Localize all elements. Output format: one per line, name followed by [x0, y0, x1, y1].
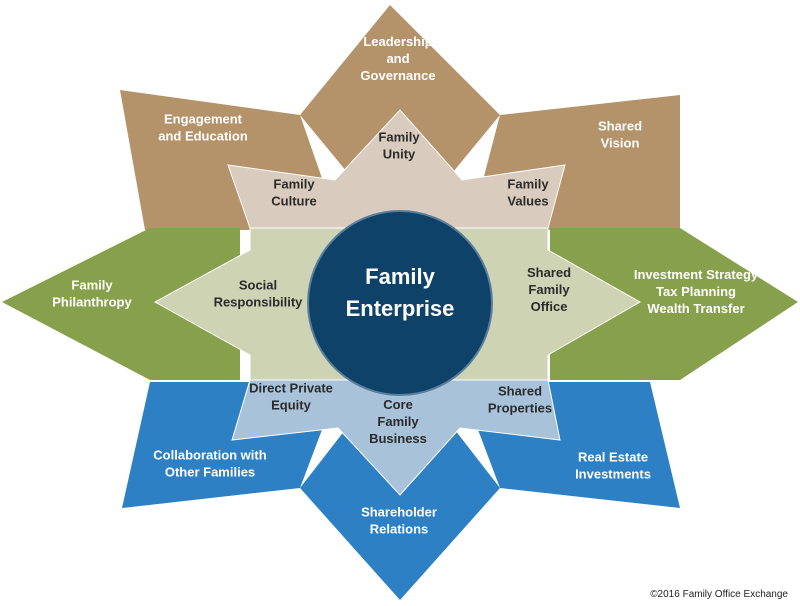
- outer-point-investment: [550, 228, 798, 380]
- label-line: Values: [507, 194, 548, 209]
- label-line: Leadership: [363, 34, 432, 49]
- label-line: Shareholder: [361, 505, 437, 520]
- label-line: Core: [383, 397, 413, 412]
- label-line: Properties: [488, 401, 552, 416]
- inner-band-blue: [231, 379, 561, 496]
- copyright-notice: ©2016 Family Office Exchange: [650, 589, 788, 600]
- label-line: Culture: [271, 194, 317, 209]
- label-line: Wealth Transfer: [647, 301, 744, 316]
- label-line: Relations: [370, 522, 429, 537]
- label-line: Philanthropy: [52, 295, 132, 310]
- label-line: Family: [273, 177, 315, 192]
- label-line: and Education: [158, 129, 248, 144]
- outer-point-leadership: [300, 5, 500, 200]
- label-line: Family: [377, 414, 419, 429]
- label-line: Vision: [601, 136, 640, 151]
- label-line: Unity: [383, 147, 416, 162]
- label-line: Enterprise: [346, 296, 455, 321]
- label-line: Engagement: [164, 112, 243, 127]
- label-line: Social: [239, 278, 277, 293]
- label-line: Real Estate: [578, 450, 648, 465]
- label-line: Equity: [271, 398, 311, 413]
- label-line: Family: [378, 130, 420, 145]
- label-line: Shared: [498, 384, 542, 399]
- label-line: and: [386, 51, 409, 66]
- outer-point-shareholder: [300, 430, 500, 600]
- label-line: Collaboration with: [153, 448, 266, 463]
- center-circle: [307, 210, 493, 396]
- label-line: Shared: [598, 119, 642, 134]
- label-engagement: Engagement and Education: [158, 112, 248, 144]
- label-line: Direct Private: [249, 381, 333, 396]
- label-line: Investments: [575, 467, 651, 482]
- label-line: Tax Planning: [656, 284, 736, 299]
- label-line: Family: [507, 177, 549, 192]
- label-line: Family: [528, 282, 570, 297]
- label-line: Family: [71, 278, 113, 293]
- label-line: Investment Strategy: [634, 267, 759, 282]
- label-line: Governance: [360, 68, 435, 83]
- label-line: Shared: [527, 265, 571, 280]
- label-line: Other Families: [165, 465, 255, 480]
- outer-point-philanthropy: [2, 228, 240, 380]
- label-line: Family: [365, 264, 435, 289]
- label-line: Responsibility: [214, 295, 304, 310]
- label-line: Business: [369, 431, 427, 446]
- label-line: Office: [531, 299, 568, 314]
